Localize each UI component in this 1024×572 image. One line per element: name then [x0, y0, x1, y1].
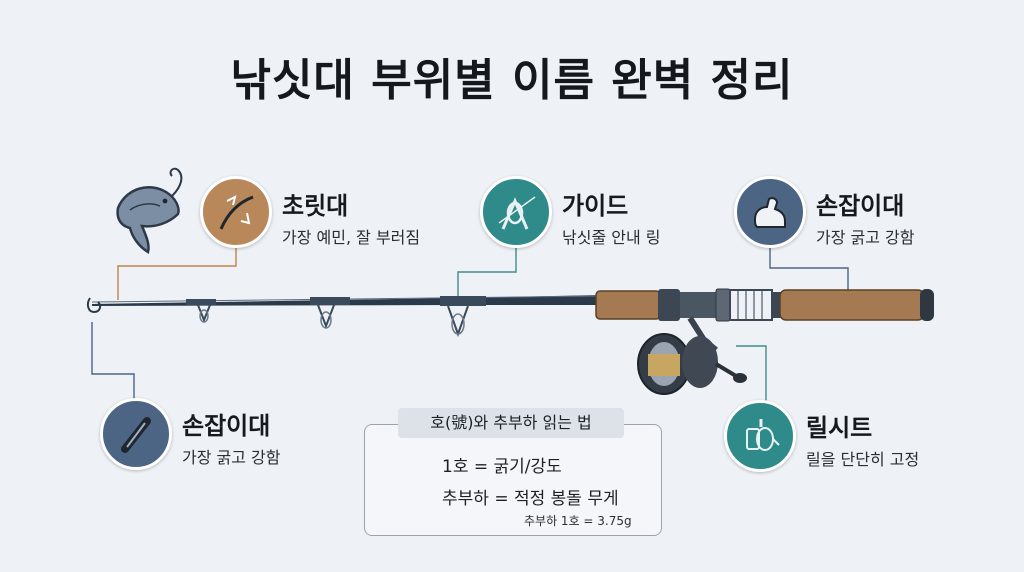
fish-hook-icon [116, 167, 183, 254]
rod-section-icon [121, 417, 151, 453]
rod-blank [86, 295, 601, 337]
rod-handle [595, 288, 934, 322]
tip-desc: 가장 예민, 잘 부러짐 [282, 228, 421, 247]
reel-seat-desc: 릴을 단단히 고정 [806, 450, 920, 469]
page-title: 낚싯대 부위별 이름 완벽 정리 [230, 55, 794, 106]
info-line-sinker-weight: 추부하 = 적정 봉돌 무게 [442, 489, 619, 509]
sinker-info-header: 호(號)와 추부하 읽는 법 [398, 408, 624, 438]
handle-bottom-desc: 가장 굵고 강함 [182, 448, 281, 467]
guide-ring-icon [498, 196, 536, 230]
leader-lines [91, 238, 849, 404]
flexed-arm-icon [753, 197, 786, 228]
guide-title: 가이드 [562, 192, 629, 220]
guide-desc: 낚싯줄 안내 링 [562, 228, 661, 247]
reel-seat-circle [724, 400, 796, 472]
handle-bottom-title: 손잡이대 [182, 412, 271, 440]
sinker-info-box [364, 424, 662, 536]
handle-top-title: 손잡이대 [816, 192, 905, 220]
reel-icon [746, 419, 780, 451]
spinning-reel [637, 316, 747, 395]
handle-bottom-circle [100, 398, 172, 470]
handle-top-desc: 가장 굵고 강함 [816, 228, 915, 247]
info-note-conversion: 추부하 1호 = 3.75g [524, 514, 632, 528]
tip-title: 초릿대 [282, 192, 349, 220]
rod-tip-circle [200, 176, 272, 248]
handle-top-circle [734, 176, 806, 248]
guide-circle [480, 176, 552, 248]
info-line-thickness: 1호 = 굵기/강도 [442, 457, 562, 477]
bent-rod-tip-icon [219, 195, 254, 230]
reel-seat-title: 릴시트 [806, 414, 873, 442]
